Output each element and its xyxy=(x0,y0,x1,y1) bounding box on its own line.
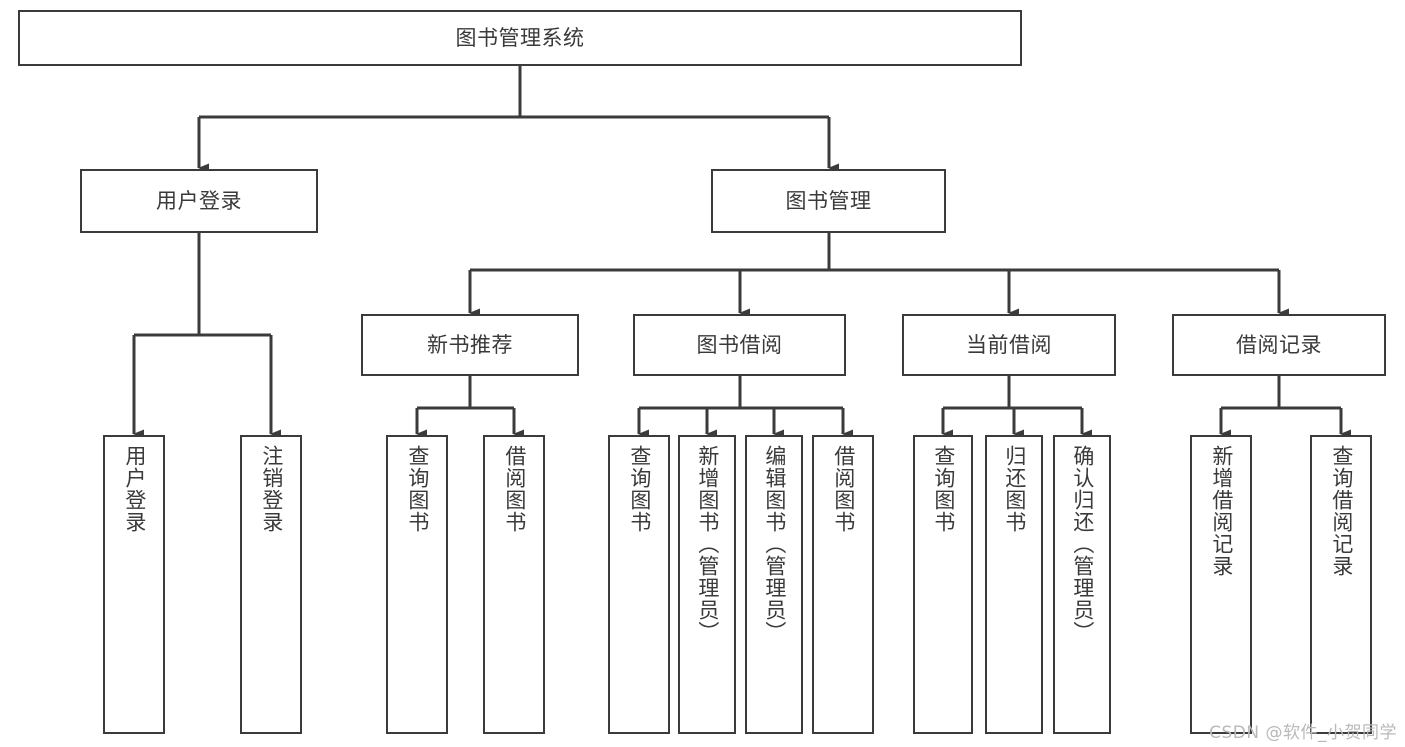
node-label: 借阅图书 xyxy=(831,445,856,533)
leaf-add-borrow-record[interactable]: 新增借阅记录 xyxy=(1190,435,1252,734)
node-label: 借阅图书 xyxy=(502,445,527,533)
node-label: 编辑图书（管理员） xyxy=(762,445,787,643)
node-root[interactable]: 图书管理系统 xyxy=(18,10,1022,66)
leaf-user-login[interactable]: 用户登录 xyxy=(103,435,165,734)
leaf-query-borrow-record[interactable]: 查询借阅记录 xyxy=(1310,435,1372,734)
node-label: 注销登录 xyxy=(259,445,284,533)
node-label: 确认归还（管理员） xyxy=(1070,445,1095,643)
node-label: 借阅记录 xyxy=(1236,332,1322,357)
csdn-watermark: CSDN @软件_小贺同学 xyxy=(1209,723,1397,743)
node-label: 图书借阅 xyxy=(696,332,783,357)
leaf-borrow-book-2[interactable]: 借阅图书 xyxy=(812,435,874,734)
node-label: 用户登录 xyxy=(156,188,242,213)
node-current-borrow[interactable]: 当前借阅 xyxy=(902,314,1116,376)
node-label: 图书管理系统 xyxy=(455,25,585,50)
leaf-borrow-book-1[interactable]: 借阅图书 xyxy=(483,435,545,734)
leaf-query-book-1[interactable]: 查询图书 xyxy=(386,435,448,734)
node-label: 归还图书 xyxy=(1002,445,1027,533)
node-new-book-recommend[interactable]: 新书推荐 xyxy=(361,314,579,376)
leaf-query-book-3[interactable]: 查询图书 xyxy=(913,435,973,734)
node-borrow-record[interactable]: 借阅记录 xyxy=(1172,314,1386,376)
node-label: 查询图书 xyxy=(931,445,956,533)
leaf-confirm-return[interactable]: 确认归还（管理员） xyxy=(1053,435,1111,734)
node-label: 查询图书 xyxy=(405,445,430,533)
node-label: 当前借阅 xyxy=(966,332,1052,357)
leaf-add-book[interactable]: 新增图书（管理员） xyxy=(678,435,736,734)
node-label: 新增借阅记录 xyxy=(1209,445,1234,577)
node-book-borrow[interactable]: 图书借阅 xyxy=(633,314,846,376)
leaf-return-book[interactable]: 归还图书 xyxy=(985,435,1043,734)
node-book-manage[interactable]: 图书管理 xyxy=(711,169,946,233)
node-label: 查询借阅记录 xyxy=(1329,445,1354,577)
leaf-edit-book[interactable]: 编辑图书（管理员） xyxy=(745,435,803,734)
node-label: 查询图书 xyxy=(627,445,652,533)
node-label: 新增图书（管理员） xyxy=(695,445,720,643)
leaf-query-book-2[interactable]: 查询图书 xyxy=(608,435,670,734)
node-label: 图书管理 xyxy=(785,188,872,213)
node-label: 新书推荐 xyxy=(427,332,513,357)
node-user-login[interactable]: 用户登录 xyxy=(80,169,318,233)
node-label: 用户登录 xyxy=(122,445,147,533)
leaf-logout[interactable]: 注销登录 xyxy=(240,435,302,734)
